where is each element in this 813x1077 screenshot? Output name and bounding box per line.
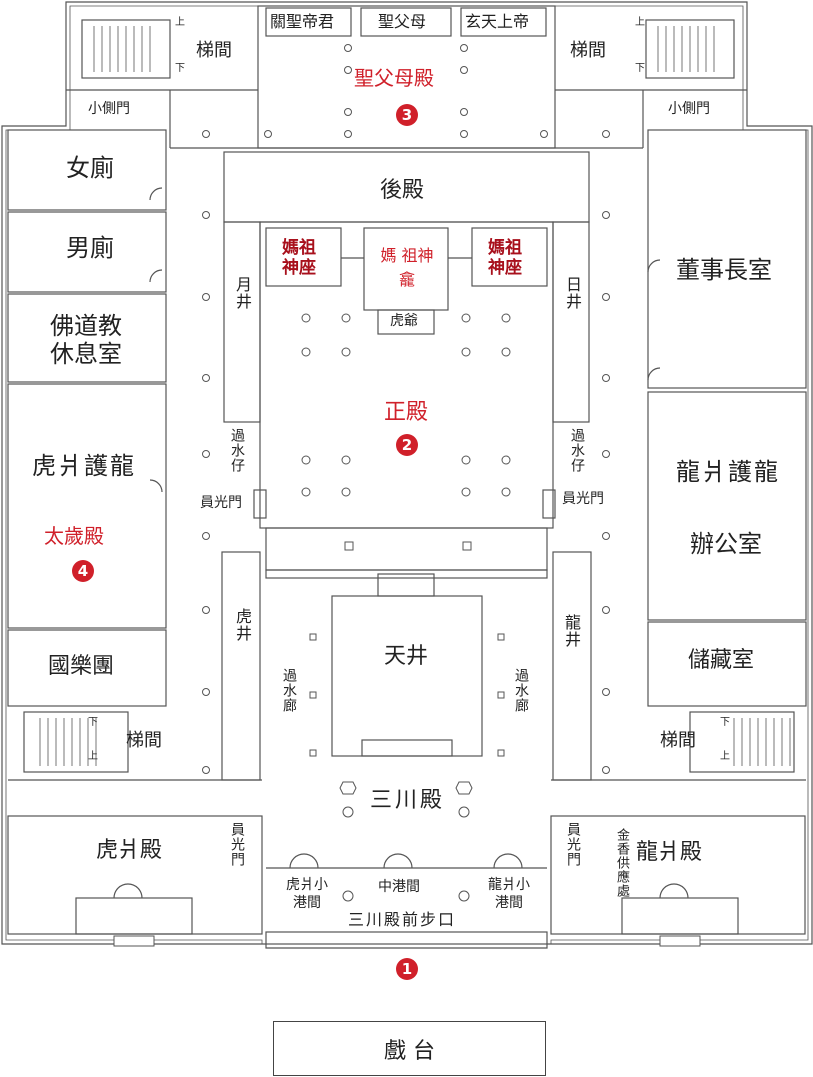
round-door-right: 員光門 — [562, 491, 604, 507]
stair-up-tl: 上 — [175, 17, 185, 28]
front-hall-title: 三川殿 — [370, 788, 446, 813]
rear-hall-title: 聖父母殿 — [354, 66, 434, 90]
tiger-gate: 虎爿小港間 — [286, 877, 328, 911]
dragon-side-hall: 龍爿殿 — [636, 840, 703, 865]
tai-sui-hall-title: 太歲殿 — [44, 524, 104, 548]
cross-water-right: 過水仔 — [569, 428, 585, 473]
marker-1: 1 — [396, 958, 418, 980]
cross-water-left: 過水仔 — [229, 428, 245, 473]
round-door-front-left: 員光門 — [229, 822, 245, 867]
stair-down-tl: 下 — [175, 63, 185, 74]
middle-gate: 中港間 — [378, 879, 420, 895]
stairs-rear-right: 梯間 — [570, 40, 606, 61]
dragon-gate: 龍爿小港間 — [488, 877, 530, 911]
tiger-wing-room: 虎爿護龍 — [32, 452, 136, 480]
dragon-wing-room: 龍爿護龍 — [676, 458, 780, 486]
tiger-god-altar: 虎爺 — [390, 313, 418, 329]
corridor-left: 過水廊 — [281, 668, 297, 713]
storage-room: 儲藏室 — [688, 648, 755, 673]
altar-holy-parents: 聖父母 — [378, 12, 427, 31]
mazu-seat-right: 媽祖神座 — [488, 238, 522, 278]
chairman-office: 董事長室 — [676, 256, 772, 284]
women-restroom: 女廁 — [66, 154, 114, 182]
music-troupe: 國樂團 — [48, 654, 115, 679]
round-door-left: 員光門 — [200, 495, 242, 511]
round-door-front-right: 員光門 — [565, 822, 581, 867]
stairs-left-bottom: 梯間 — [126, 730, 162, 751]
sun-well: 日井 — [563, 276, 582, 310]
altar-guan-sheng: 關聖帝君 — [270, 12, 335, 31]
side-door-right: 小側門 — [668, 101, 710, 117]
incense-counter: 金香供應處 — [614, 828, 629, 898]
stage-label: 戲 台 — [384, 1038, 435, 1064]
main-hall-title: 正殿 — [384, 400, 429, 425]
stair-up-tr: 上 — [635, 17, 645, 28]
back-hall-title: 後殿 — [380, 178, 425, 203]
rest-room: 佛道教休息室 — [50, 312, 122, 368]
men-restroom: 男廁 — [66, 234, 114, 262]
office: 辦公室 — [690, 530, 762, 558]
mazu-seat-left: 媽祖神座 — [282, 238, 316, 278]
stair-up-bl: 上 — [88, 751, 98, 762]
marker-3: 3 — [396, 104, 418, 126]
stair-down-br: 下 — [720, 717, 730, 728]
stairs-rear-left: 梯間 — [196, 40, 232, 61]
moon-well: 月井 — [233, 276, 252, 310]
front-step: 三川殿前步口 — [348, 910, 457, 929]
outer-wall — [1, 1, 813, 949]
tiger-side-hall: 虎爿殿 — [96, 838, 163, 863]
opera-stage: 戲 台 — [273, 1021, 546, 1076]
altar-xuan-tian: 玄天上帝 — [465, 12, 530, 31]
corridor-right: 過水廊 — [513, 668, 529, 713]
marker-4: 4 — [72, 560, 94, 582]
side-door-left: 小側門 — [88, 101, 130, 117]
stair-up-br: 上 — [720, 751, 730, 762]
sky-well: 天井 — [384, 644, 429, 669]
marker-2: 2 — [396, 434, 418, 456]
dragon-well: 龍井 — [562, 614, 581, 648]
mazu-shrine: 媽 祖神龕 — [380, 246, 434, 289]
stair-down-tr: 下 — [635, 63, 645, 74]
tiger-well: 虎井 — [233, 608, 252, 642]
stair-down-bl: 下 — [88, 717, 98, 728]
stairs-right-bottom: 梯間 — [660, 730, 696, 751]
